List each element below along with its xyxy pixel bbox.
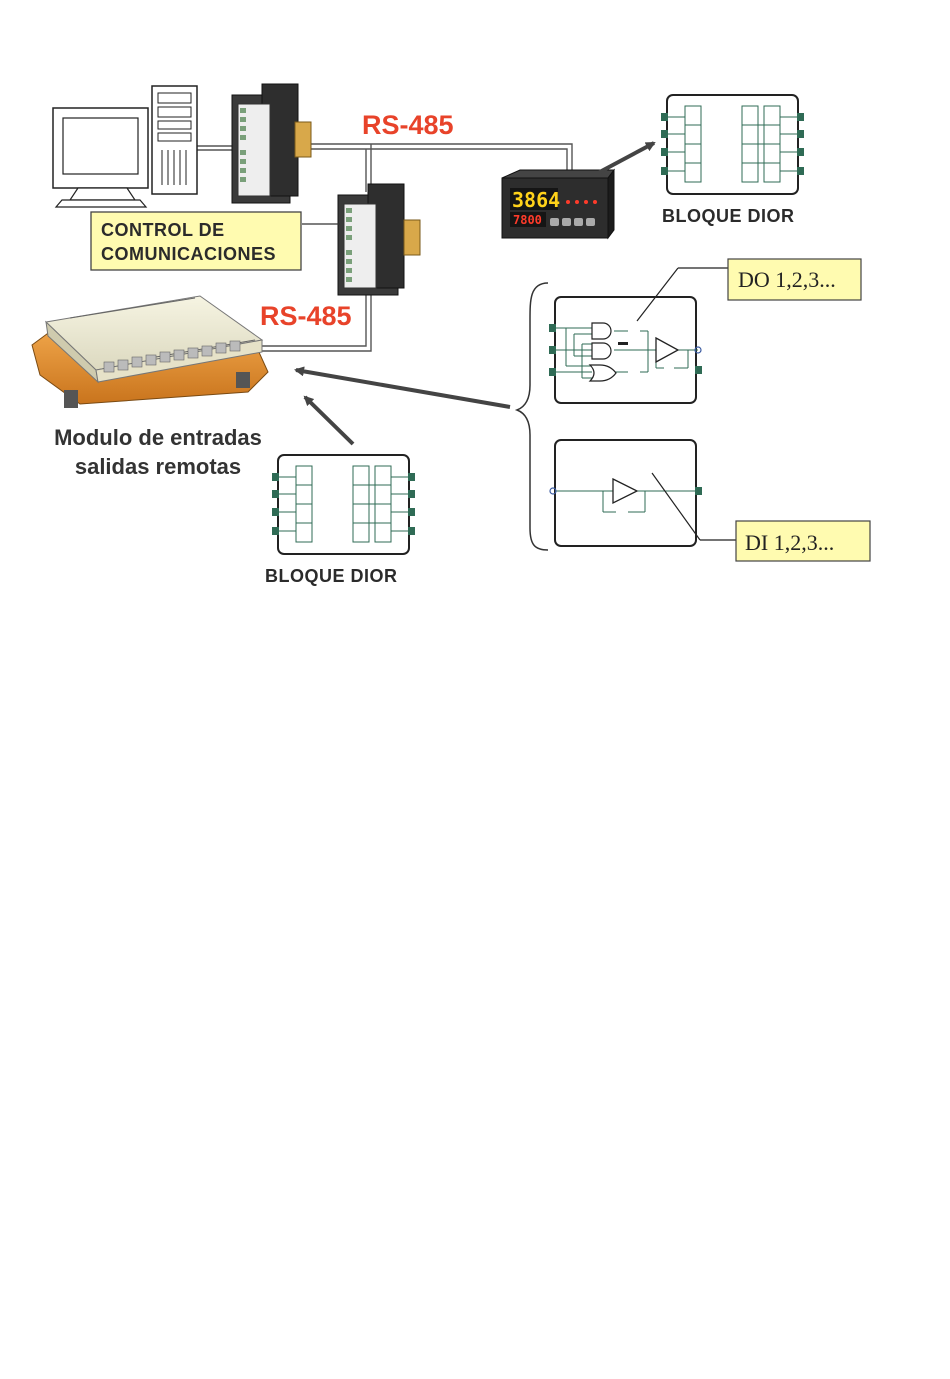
desktop-computer-icon (53, 86, 197, 207)
bloque-dior-label-top: BLOQUE DIOR (662, 206, 795, 226)
bloque-dior-label-bottom: BLOQUE DIOR (265, 566, 398, 586)
do-logic-block (549, 297, 702, 403)
comm-module-mid (338, 184, 420, 295)
curly-brace (517, 283, 548, 550)
meter-sub-display: 7800 (513, 213, 542, 227)
di-logic-block (550, 440, 702, 546)
control-label-line1: CONTROL DE (101, 220, 225, 240)
control-comunicaciones-note: CONTROL DE COMUNICACIONES (91, 212, 301, 270)
rs485-label-mid: RS-485 (260, 301, 352, 331)
remote-io-module-icon (32, 296, 268, 408)
di-label-note: DI 1,2,3... (736, 521, 870, 561)
rs485-label-top: RS-485 (362, 110, 454, 140)
modulo-label-line2: salidas remotas (75, 454, 241, 479)
dior-block-bottom (272, 455, 415, 554)
do-label: DO 1,2,3... (738, 267, 836, 292)
panel-meter-icon: 3864 7800 (502, 170, 614, 238)
comm-module-top (232, 84, 311, 203)
modulo-label-line1: Modulo de entradas (54, 425, 262, 450)
dior-block-top (661, 95, 804, 194)
di-label: DI 1,2,3... (745, 530, 834, 555)
meter-main-display: 3864 (512, 188, 560, 212)
control-label-line2: COMUNICACIONES (101, 244, 276, 264)
do-label-note: DO 1,2,3... (728, 259, 861, 300)
